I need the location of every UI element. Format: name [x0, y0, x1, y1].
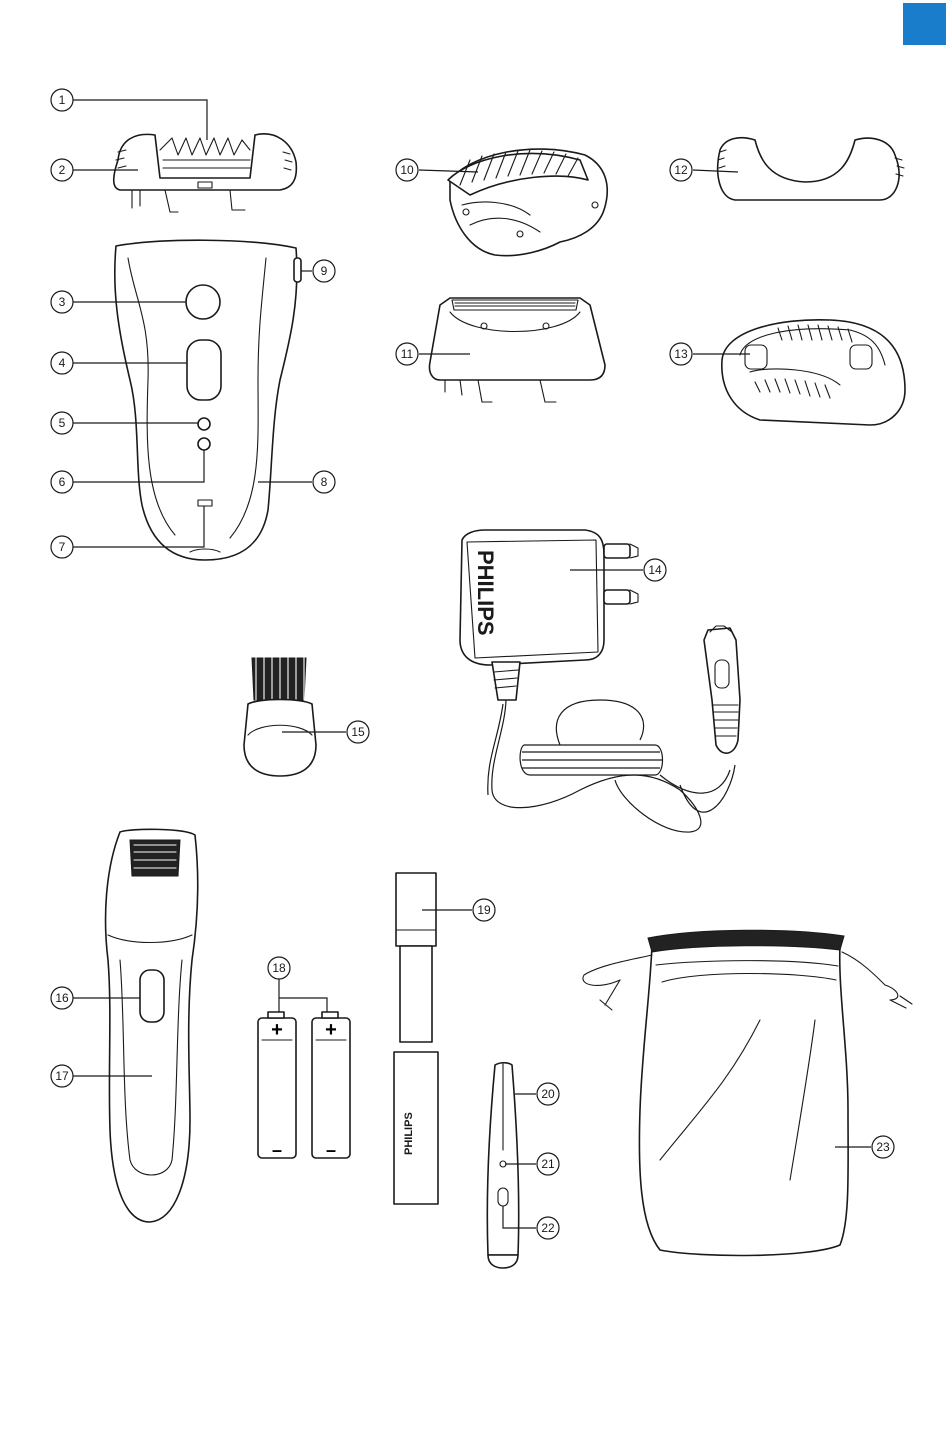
- svg-text:7: 7: [59, 540, 66, 554]
- svg-text:6: 6: [59, 475, 66, 489]
- svg-text:16: 16: [55, 991, 69, 1005]
- callout-15: 15: [347, 721, 369, 743]
- callout-4: 4: [51, 352, 73, 374]
- callout-19: 19: [473, 899, 495, 921]
- svg-text:14: 14: [648, 563, 662, 577]
- battery-1-minus: –: [272, 1140, 282, 1160]
- callout-18: 18: [268, 957, 290, 979]
- svg-text:23: 23: [876, 1140, 890, 1154]
- svg-text:2: 2: [59, 163, 66, 177]
- tweezers-case: PHILIPS: [394, 873, 438, 1204]
- callout-9: 9: [313, 260, 335, 282]
- svg-text:9: 9: [321, 264, 328, 278]
- svg-text:21: 21: [541, 1157, 555, 1171]
- svg-text:11: 11: [401, 347, 414, 361]
- callout-12: 12: [670, 159, 692, 181]
- callout-11: 11: [396, 343, 418, 365]
- callout-10: 10: [396, 159, 418, 181]
- callout-13: 13: [670, 343, 692, 365]
- battery-1-plus: +: [271, 1019, 283, 1041]
- svg-text:8: 8: [321, 475, 328, 489]
- massage-cap: [722, 320, 905, 425]
- svg-text:22: 22: [541, 1221, 555, 1235]
- svg-text:19: 19: [477, 903, 491, 917]
- svg-text:20: 20: [541, 1087, 555, 1101]
- svg-text:15: 15: [351, 725, 365, 739]
- batteries: + + – –: [258, 1012, 350, 1160]
- epilating-head: [114, 134, 297, 212]
- callout-6: 6: [51, 471, 73, 493]
- callout-22: 22: [537, 1217, 559, 1239]
- storage-pouch: [583, 930, 912, 1255]
- svg-text:3: 3: [59, 295, 66, 309]
- callout-2: 2: [51, 159, 73, 181]
- callout-7: 7: [51, 536, 73, 558]
- case-brand-label: PHILIPS: [403, 1112, 415, 1155]
- power-adapter: PHILIPS: [460, 530, 740, 832]
- callout-5: 5: [51, 412, 73, 434]
- svg-text:10: 10: [400, 163, 414, 177]
- callout-8: 8: [313, 471, 335, 493]
- cleaning-brush: [244, 656, 316, 776]
- battery-2-minus: –: [326, 1140, 336, 1160]
- svg-text:4: 4: [59, 356, 66, 370]
- shaving-head-comb: [429, 298, 605, 402]
- callout-14: 14: [644, 559, 666, 581]
- callout-21: 21: [537, 1153, 559, 1175]
- svg-text:5: 5: [59, 416, 66, 430]
- callout-3: 3: [51, 291, 73, 313]
- svg-text:13: 13: [674, 347, 688, 361]
- callout-20: 20: [537, 1083, 559, 1105]
- second-epilator: [106, 829, 198, 1222]
- svg-text:18: 18: [272, 961, 286, 975]
- tweezers: [487, 1063, 518, 1268]
- shaving-head: [448, 149, 607, 256]
- svg-text:12: 12: [674, 163, 688, 177]
- adapter-brand-label: PHILIPS: [473, 550, 498, 636]
- battery-2-plus: +: [325, 1019, 337, 1041]
- callout-16: 16: [51, 987, 73, 1009]
- callout-17: 17: [51, 1065, 73, 1087]
- callout-23: 23: [872, 1136, 894, 1158]
- svg-text:17: 17: [55, 1069, 69, 1083]
- svg-text:1: 1: [59, 93, 66, 107]
- callout-1: 1: [51, 89, 73, 111]
- epilator-body: [115, 240, 301, 560]
- skin-stretcher-cap: [718, 138, 904, 200]
